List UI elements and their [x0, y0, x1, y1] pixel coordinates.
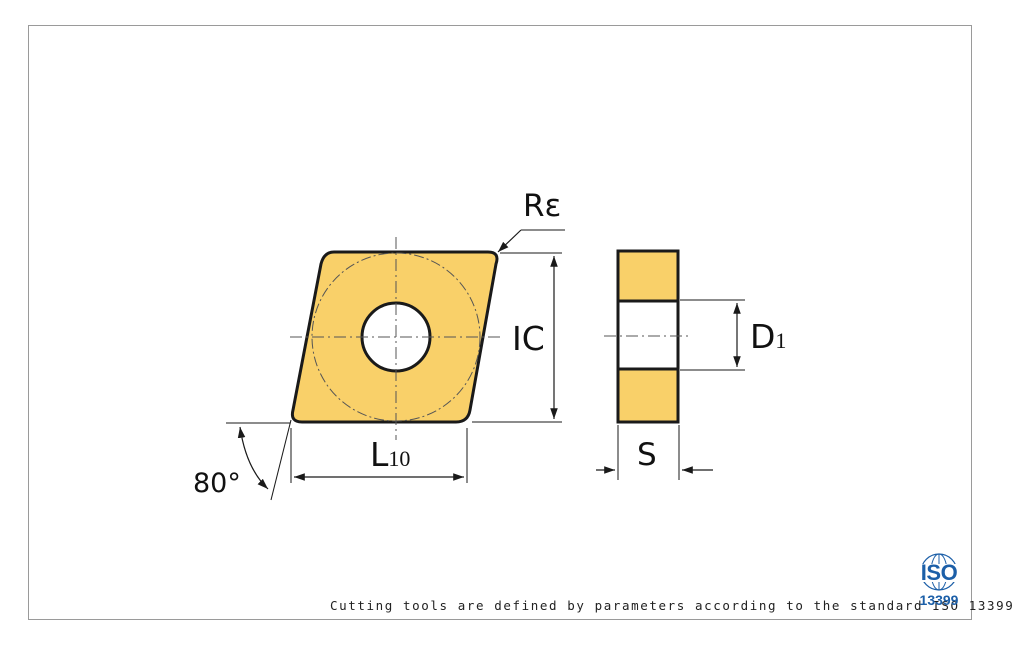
cutting-edge-dimension	[290, 428, 468, 483]
thickness-dimension	[596, 425, 713, 480]
hole-diameter-label-sub: 1	[775, 328, 786, 353]
corner-radius-leader	[497, 229, 565, 253]
thickness-label: S	[637, 437, 657, 473]
cutting-edge-label-sub: 10	[388, 446, 410, 471]
insert-top-view	[290, 237, 500, 440]
ic-label: IC	[512, 319, 545, 358]
iso-badge: ISO 13399	[910, 550, 968, 612]
insert-side-view	[604, 249, 692, 424]
cutting-edge-label: L10	[370, 435, 410, 474]
hole-diameter-label: D1	[750, 317, 786, 356]
angle-label: 80°	[193, 468, 241, 499]
corner-radius-label: Rε	[523, 188, 561, 224]
angle-annotation	[226, 419, 292, 501]
drawing-frame	[28, 25, 972, 620]
hole-diameter-label-main: D	[750, 317, 775, 356]
footer-note: Cutting tools are defined by parameters …	[330, 598, 1014, 613]
iso-text: ISO	[920, 560, 958, 585]
hole-diameter-dimension	[680, 299, 745, 371]
iso-number: 13399	[919, 592, 959, 608]
ic-dimension	[472, 252, 562, 423]
cutting-edge-label-main: L	[370, 435, 389, 474]
side-hole	[616, 299, 680, 371]
globe-icon	[914, 553, 964, 591]
